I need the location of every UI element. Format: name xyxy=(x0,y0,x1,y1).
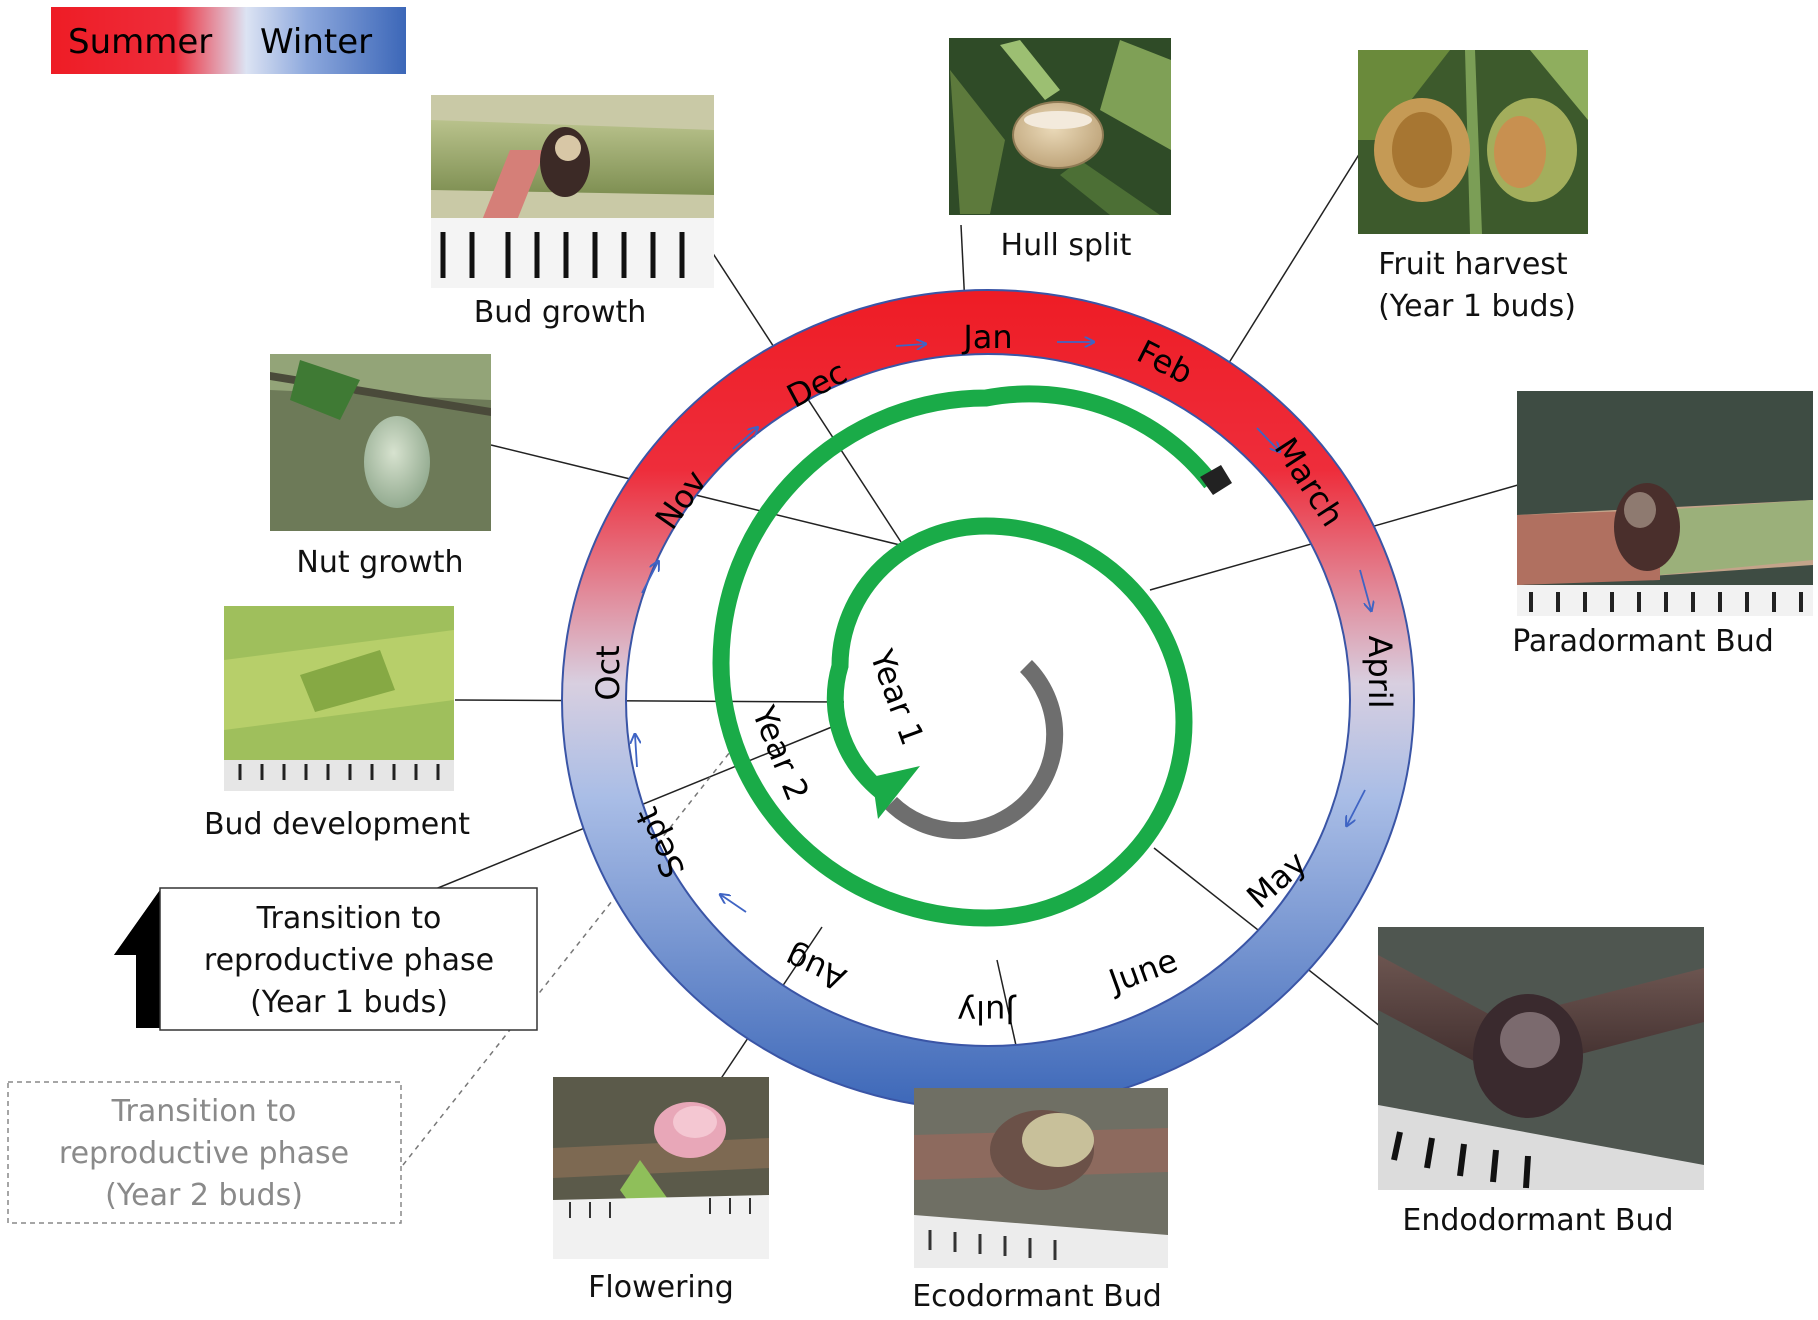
transition-year2-line1: Transition to xyxy=(111,1094,297,1129)
photo-bud-development xyxy=(224,606,454,791)
photo-nut-growth xyxy=(270,354,491,531)
label-flowering: Flowering xyxy=(588,1270,734,1305)
transition-year1-box: Transition to reproductive phase (Year 1… xyxy=(114,887,538,1031)
connector-fruit-harvest xyxy=(1221,139,1369,375)
photo-ecodormant-bud xyxy=(914,1088,1168,1268)
connector-bud-development xyxy=(454,699,845,703)
label-paradormant-bud: Paradormant Bud xyxy=(1512,624,1774,659)
year1-green-spiral xyxy=(712,385,1218,927)
legend-summer-label: Summer xyxy=(68,22,212,62)
month-label-july: July xyxy=(957,993,1017,1031)
photo-fruit-harvest xyxy=(1358,50,1588,234)
label-fruit-harvest-line1: Fruit harvest xyxy=(1378,247,1568,282)
pre-cycle-grey-arc xyxy=(885,659,1064,840)
transition-year1-line3: (Year 1 buds) xyxy=(250,985,448,1020)
transition-year1-line2: reproductive phase xyxy=(204,943,494,978)
development-spiral: Year 1 Year 2 xyxy=(712,385,1232,927)
ring-band xyxy=(560,289,1416,1111)
photo-endodormant-bud xyxy=(1378,927,1704,1190)
label-ecodormant-bud: Ecodormant Bud xyxy=(912,1279,1162,1314)
month-flow-arrows xyxy=(635,342,1371,913)
label-bud-growth: Bud growth xyxy=(474,295,647,330)
label-nut-growth: Nut growth xyxy=(296,545,463,580)
year1-label: Year 1 xyxy=(862,644,932,750)
transition-year1-line1: Transition to xyxy=(256,901,442,936)
transition-year2-line2: reproductive phase xyxy=(59,1136,349,1171)
transition-year2-box: Transition to reproductive phase (Year 2… xyxy=(7,1081,402,1224)
label-bud-development: Bud development xyxy=(204,807,470,842)
year2-end-marker xyxy=(1200,465,1232,495)
month-label-oct: Oct xyxy=(589,645,627,700)
month-label-april: April xyxy=(1361,635,1399,708)
legend-winter-label: Winter xyxy=(260,22,372,62)
connector-transition-year2 xyxy=(402,751,731,1166)
photo-paradormant-bud xyxy=(1517,391,1813,616)
photo-flowering xyxy=(553,1077,769,1259)
year1-start-arrowhead xyxy=(872,766,920,819)
transition-year2-line3: (Year 2 buds) xyxy=(105,1178,303,1213)
month-label-june: June xyxy=(1102,941,1182,1001)
label-hull-split: Hull split xyxy=(1001,228,1132,263)
label-endodormant-bud: Endodormant Bud xyxy=(1402,1203,1673,1238)
photo-hull-split xyxy=(949,38,1171,215)
month-label-jan: Jan xyxy=(961,318,1012,356)
label-fruit-harvest-line2: (Year 1 buds) xyxy=(1378,289,1576,324)
seasonal-month-ring xyxy=(560,289,1416,1111)
photo-bud-growth xyxy=(431,95,714,288)
season-gradient-bar xyxy=(51,7,406,74)
season-legend: Summer Winter xyxy=(51,7,406,74)
